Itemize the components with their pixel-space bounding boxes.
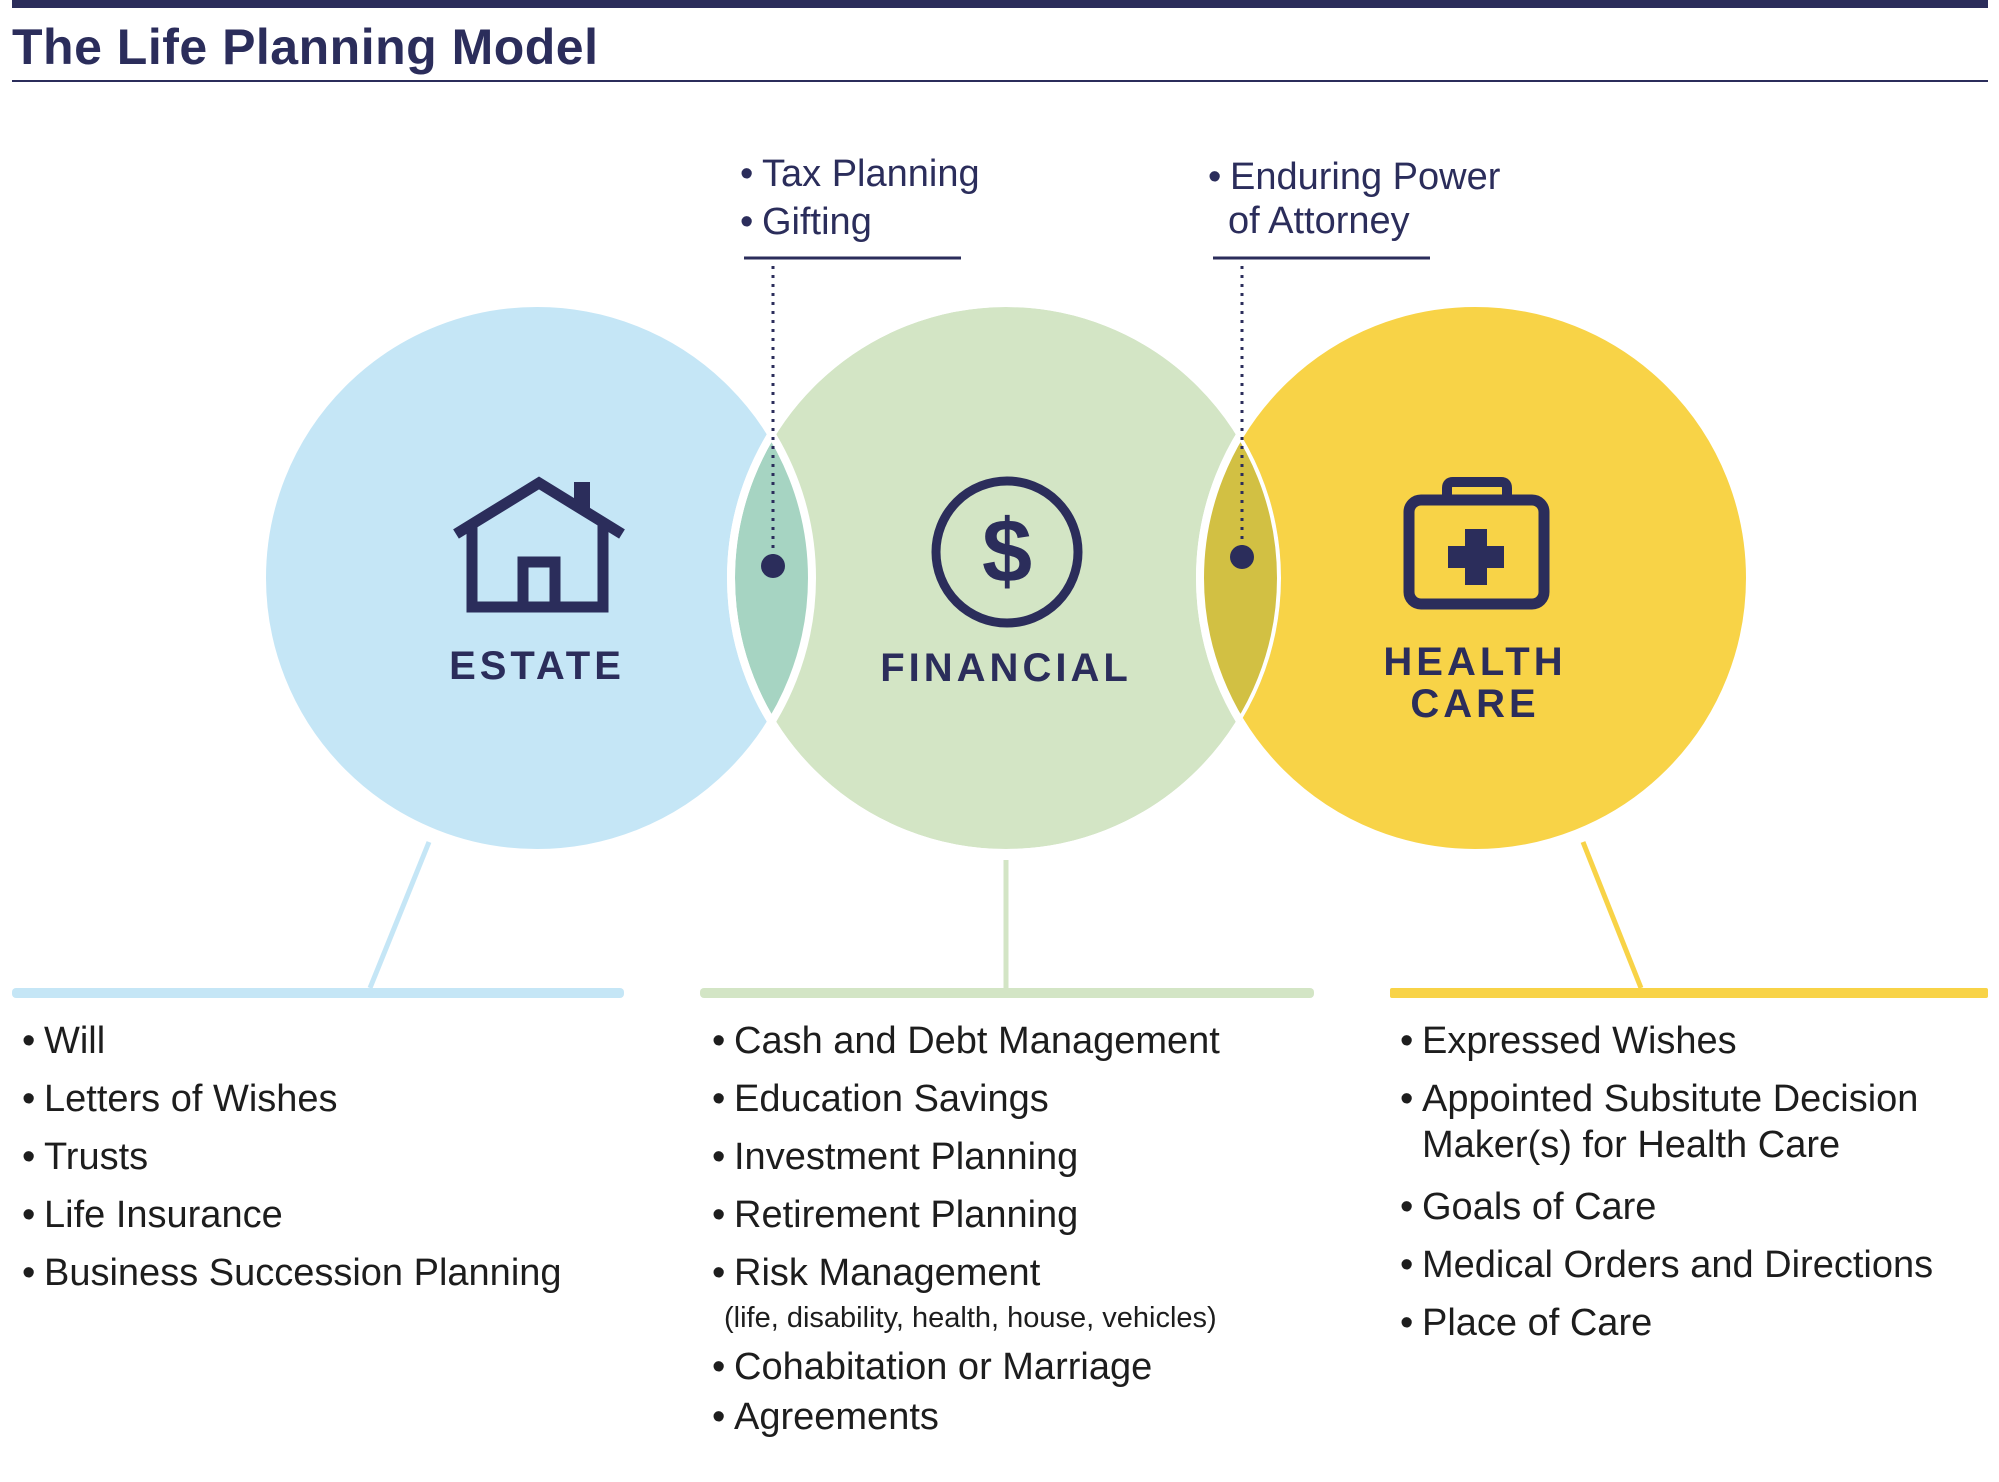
health-connector [1580, 841, 1644, 989]
house-icon [453, 476, 625, 613]
estate-list: •Will •Letters of Wishes •Trusts •Life I… [22, 1012, 562, 1302]
risk-management-note: (life, disability, health, house, vehicl… [724, 1302, 1217, 1334]
estate-list-bar [12, 988, 624, 998]
leader-dot-attorney [1230, 545, 1254, 569]
medical-kit-icon [1403, 477, 1550, 610]
list-item: •Place of Care [1400, 1302, 1653, 1344]
financial-label: FINANCIAL [880, 646, 1132, 690]
title-rule [12, 80, 1988, 82]
list-item: •Cohabitation or Marriage [712, 1346, 1153, 1388]
callout-attorney: •Enduring Power of Attorney [1208, 156, 1501, 242]
health-list-bar [1390, 988, 1988, 998]
financial-list-bar [700, 988, 1314, 998]
list-item: •Expressed Wishes [1400, 1020, 1737, 1062]
list-item: •Agreements [712, 1396, 939, 1438]
page-title: The Life Planning Model [12, 19, 599, 75]
list-item: •Appointed Subsitute Decision Maker(s) f… [1400, 1078, 1919, 1166]
estate-connector [367, 841, 432, 989]
list-item: •Business Succession Planning [22, 1252, 562, 1294]
list-item: •Risk Management [712, 1252, 1041, 1294]
list-item: •Medical Orders and Directions [1400, 1244, 1934, 1286]
top-bar [12, 0, 1988, 8]
callout-item: •Gifting [740, 201, 872, 243]
list-item: •Cash and Debt Management [712, 1020, 1220, 1062]
leader-dot-tax [761, 554, 785, 578]
svg-text:$: $ [982, 502, 1032, 602]
list-item: •Education Savings [712, 1078, 1049, 1120]
list-item: •Will [22, 1020, 106, 1062]
health-list: •Expressed Wishes •Appointed Subsitute D… [1400, 1012, 1933, 1352]
list-item: •Letters of Wishes [22, 1078, 338, 1120]
callout-item: •Tax Planning [740, 153, 980, 195]
list-item: •Investment Planning [712, 1136, 1079, 1178]
chimney [574, 482, 590, 510]
list-item: •Retirement Planning [712, 1194, 1079, 1236]
financial-list: •Cash and Debt Management •Education Sav… [712, 1012, 1220, 1442]
callout-tax-gifting: •Tax Planning •Gifting [740, 150, 980, 246]
list-item: •Goals of Care [1400, 1186, 1657, 1228]
health-care-label: HEALTH CARE [1383, 640, 1567, 726]
dollar-icon: $ [931, 476, 1083, 628]
list-item: •Life Insurance [22, 1194, 283, 1236]
estate-label: ESTATE [449, 644, 625, 688]
list-item: •Trusts [22, 1136, 149, 1178]
